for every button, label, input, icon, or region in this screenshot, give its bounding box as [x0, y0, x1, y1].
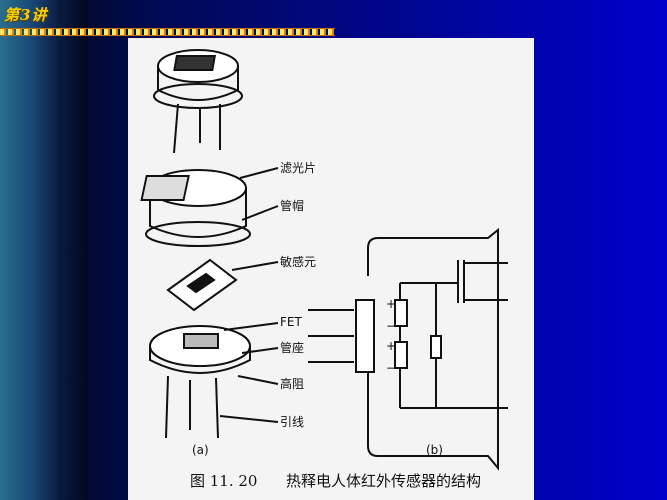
assembled-sensor-drawing — [153, 49, 243, 154]
circuit-diagram — [308, 227, 508, 471]
circuit-minus-1: − — [386, 319, 396, 333]
figure-panel: 滤光片 管帽 敏感元 FET 管座 高阻 引线 + − + − (a) (b) … — [128, 38, 534, 500]
base-drawing — [149, 322, 279, 439]
panel-a-label: (a) — [192, 443, 209, 457]
label-cap: 管帽 — [280, 198, 304, 213]
label-resistor: 高阻 — [280, 376, 304, 391]
left-decorative-band — [0, 0, 88, 500]
label-base: 管座 — [280, 340, 304, 355]
label-element: 敏感元 — [280, 254, 316, 269]
sensor-structure-figure: 滤光片 管帽 敏感元 FET 管座 高阻 引线 + − + − (a) (b) … — [140, 49, 508, 490]
panel-b-label: (b) — [426, 443, 443, 457]
circuit-minus-2: − — [386, 361, 396, 375]
lecture-number-label: 第3讲 — [4, 6, 48, 24]
circuit-plus-2: + — [386, 339, 396, 353]
figure-caption-number: 图 11. 20 — [190, 472, 257, 490]
figure-caption-title: 热释电人体红外传感器的结构 — [286, 472, 481, 490]
label-leads: 引线 — [280, 415, 304, 429]
cap-drawing — [140, 167, 279, 247]
circuit-plus-1: + — [386, 297, 396, 311]
label-filter: 滤光片 — [280, 161, 316, 175]
label-fet: FET — [280, 315, 302, 329]
element-chip-drawing — [166, 258, 279, 312]
header-dotted-bar — [0, 28, 335, 36]
